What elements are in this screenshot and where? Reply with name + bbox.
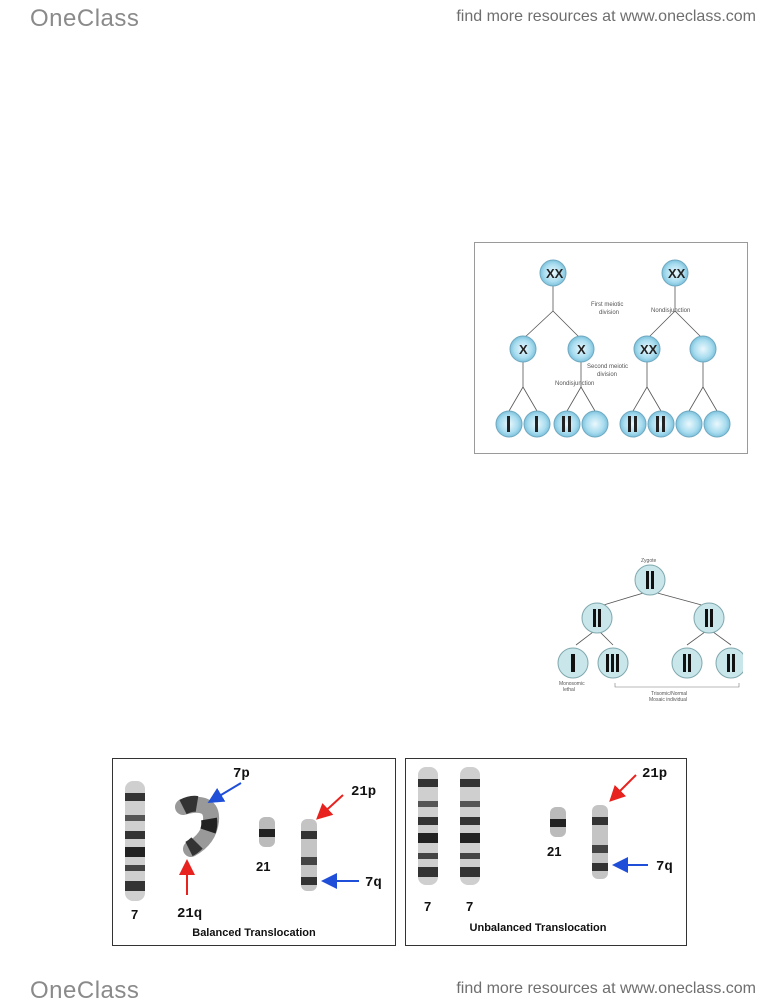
label-21p: 21p [351, 784, 376, 800]
resources-link[interactable]: find more resources at www.oneclass.com [456, 980, 756, 997]
nondisjunction-top-label: Nondisjunction [651, 308, 690, 314]
chromosome-pair: XX [640, 342, 658, 357]
chromosome-7-a [418, 767, 438, 885]
chromosome: X [577, 342, 586, 357]
unbalanced-caption: Unbalanced Translocation [470, 922, 607, 934]
mosaic-bracket [614, 683, 740, 688]
oneclass-logo[interactable]: OneClass [30, 4, 139, 34]
zygote-cell [634, 564, 666, 596]
chr7b-label: 7 [466, 899, 473, 914]
chr21-label: 21 [256, 859, 270, 874]
balanced-translocation-panel: 7 7p 21q 21 21p 7q Balanced Translocatio… [112, 758, 396, 946]
second-division-label-1: Second meiotic [587, 364, 628, 370]
derivative-chromosome-21 [301, 819, 317, 891]
zygote-label: Zygote [641, 558, 657, 564]
meiosis-nondisjunction-figure: XX XX X X XX First [474, 242, 748, 454]
nondisjunction-bottom-label: Nondisjunction [555, 381, 594, 387]
second-division-label-2: division [597, 372, 617, 378]
daughter-cell-2 [693, 602, 725, 634]
monosomic-label-2: lethal [563, 687, 575, 693]
chromosome-21 [550, 807, 566, 837]
daughter-cell-1 [581, 602, 613, 634]
balanced-caption: Balanced Translocation [192, 927, 316, 939]
chr7-label: 7 [131, 907, 138, 922]
middle-cell-1 [509, 335, 537, 363]
arrow-21p [316, 794, 344, 820]
derivative-chromosome-7 [175, 795, 220, 857]
mosaic-label-1: Trisomic/Normal [651, 691, 687, 697]
balanced-karyotype: 7 7p 21q 21 21p 7q Balanced Translocatio… [125, 766, 382, 939]
chromosome-pair: XX [546, 266, 564, 281]
mosaic-figure: Zygote Monosomic lethal Trisomic/Normal … [555, 557, 747, 709]
logo-text: OneClass [30, 5, 140, 32]
chromosome-7 [125, 781, 145, 901]
resources-link[interactable]: find more resources at www.oneclass.com [456, 8, 756, 25]
chromosome-7-b [460, 767, 480, 885]
unbalanced-karyotype: 7 7 21 21p 7q Unbalanced Translocation [418, 766, 673, 934]
middle-cell-3 [633, 335, 661, 363]
label-7q: 7q [656, 859, 673, 875]
oneclass-logo[interactable]: OneClass [30, 976, 139, 1006]
meiosis-diagram: XX XX X X XX First [495, 259, 731, 438]
arrow-21p [609, 774, 637, 802]
middle-cell-2 [567, 335, 595, 363]
parent-cell-nondisjunction [661, 259, 689, 287]
normal-cell-1 [671, 647, 703, 679]
parent-cell-normal [539, 259, 567, 287]
chromosome-pair: XX [668, 266, 686, 281]
label-7p: 7p [233, 766, 250, 782]
first-division-label-1: First meiotic [591, 302, 623, 308]
mosaic-diagram: Zygote Monosomic lethal Trisomic/Normal … [557, 558, 747, 703]
label-21q: 21q [177, 906, 202, 922]
chr7a-label: 7 [424, 899, 431, 914]
monosomic-label-1: Monosomic [559, 681, 585, 687]
mosaic-chromosomes [571, 571, 735, 672]
label-21p: 21p [642, 766, 667, 782]
page-footer: OneClass find more resources at www.onec… [0, 972, 784, 1008]
lineage-lines [508, 283, 718, 412]
derivative-chromosome-21 [592, 805, 608, 879]
chr21-label: 21 [547, 844, 561, 859]
label-7q: 7q [365, 875, 382, 891]
first-division-label-2: division [599, 310, 619, 316]
middle-cell-empty [689, 335, 717, 363]
logo-text: OneClass [30, 977, 140, 1004]
gamete-row [495, 410, 731, 438]
mosaic-label-2: Mosaic individual [649, 697, 687, 703]
chromosome: X [519, 342, 528, 357]
chromosome-21 [259, 817, 275, 847]
unbalanced-translocation-panel: 7 7 21 21p 7q Unbalanced Translocation [405, 758, 687, 946]
page-header: OneClass find more resources at www.onec… [0, 0, 784, 36]
arrow-7p [207, 782, 242, 804]
